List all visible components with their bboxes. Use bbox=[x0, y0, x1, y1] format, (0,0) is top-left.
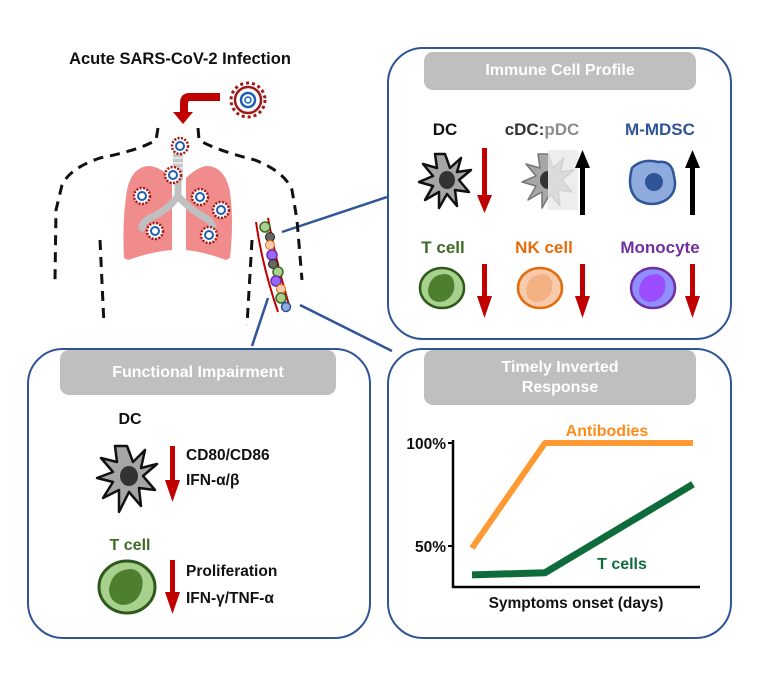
y-tick-label: 50% bbox=[415, 539, 446, 556]
x-axis-label: Symptoms onset (days) bbox=[489, 595, 664, 612]
series-line-antibodies bbox=[472, 443, 693, 548]
y-tick-label: 100% bbox=[406, 436, 446, 453]
series-label-antibodies: Antibodies bbox=[566, 423, 649, 440]
series-label-t-cells: T cells bbox=[597, 556, 647, 573]
